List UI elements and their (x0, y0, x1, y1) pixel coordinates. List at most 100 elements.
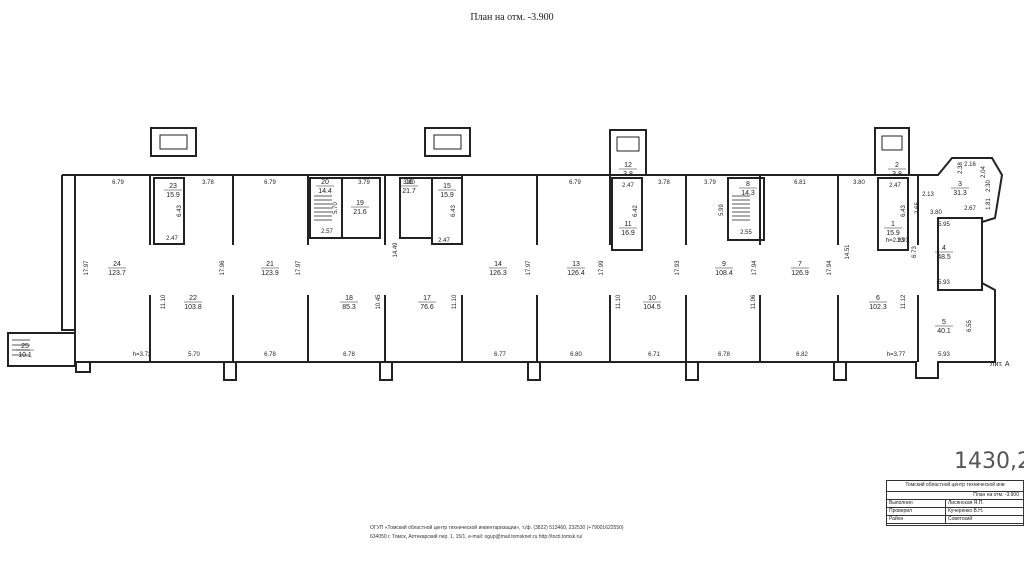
room-number: 22 (189, 295, 197, 302)
room-area: 104.5 (643, 304, 661, 311)
lit-label: Лит. А (990, 361, 1010, 368)
room-number: 10 (648, 295, 656, 302)
room-area: 21.7 (402, 188, 416, 195)
dimension-label: 11.06 (751, 294, 757, 309)
dimension-label: 6.80 (570, 352, 582, 358)
room-label: 17 76.6 (418, 295, 436, 311)
dimension-label: 6.42 (633, 205, 639, 217)
dimension-label: 5.70 (188, 352, 200, 358)
room-number: 6 (876, 295, 880, 302)
dimension-label: 17.96 (220, 260, 226, 276)
room-number: 24 (113, 261, 121, 268)
room-area: 126.9 (791, 270, 809, 277)
dimension-label: 6.78 (718, 352, 730, 358)
dimension-label: 3.80 (853, 180, 865, 186)
dimension-label: 3.79 (704, 180, 716, 186)
room-area: 14.3 (741, 190, 755, 197)
stamp-row: Проверил Кучеренко В.Н. (887, 508, 1023, 516)
handwritten-total: 1430,2 (954, 449, 1024, 474)
dimension-label: 6.77 (494, 352, 506, 358)
title-stamp: Томский областной центр технической инв … (886, 480, 1024, 526)
room-number: 7 (798, 261, 802, 268)
dimension-label: 3.80 (403, 180, 415, 186)
dimension-label: 17.94 (752, 260, 758, 276)
room-number: 17 (423, 295, 431, 302)
room-area: 123.9 (261, 270, 279, 277)
room-area: 85.3 (342, 304, 356, 311)
dimension-label: h=2.93 (886, 238, 905, 244)
room-area: 40.1 (937, 328, 951, 335)
room-label: 448.5 (935, 245, 953, 261)
dimension-label: 1.81 (986, 198, 992, 210)
dimension-label: 2.38 (958, 162, 964, 174)
room-number: 8 (746, 181, 750, 188)
dimension-label: 17.97 (296, 260, 302, 276)
room-number: 9 (722, 261, 726, 268)
room-number: 25 (21, 343, 29, 350)
dimension-label: h=3.72 (133, 352, 152, 358)
room-number: 19 (356, 200, 364, 207)
dimension-label: 2.55 (740, 230, 752, 236)
room-label: 123.8 (619, 162, 637, 178)
plan-title: План на отм. -3.900 (470, 12, 554, 23)
dimension-label: 14.49 (393, 242, 399, 258)
room-area: 31.3 (953, 190, 967, 197)
dimension-label: 3.80 (930, 210, 942, 216)
dimension-label: 2.67 (964, 206, 976, 212)
room-number: 1 (891, 221, 895, 228)
room-number: 18 (345, 295, 353, 302)
room-area: 123.7 (108, 270, 126, 277)
room-number: 13 (572, 261, 580, 268)
stamp-name: Кучеренко В.Н. (948, 508, 984, 514)
dimension-label: 11.10 (161, 294, 167, 309)
dimension-label: 2.93 (897, 238, 909, 244)
dimension-label: 17.99 (599, 260, 605, 276)
dimension-label: 2.65 (915, 202, 921, 214)
dimension-label: 5.93 (938, 352, 950, 358)
dimension-label: 17.97 (526, 260, 532, 276)
room-label: 7 126.9 (791, 261, 809, 277)
dimension-label: 6.81 (794, 180, 806, 186)
room-area: 126.3 (489, 270, 507, 277)
room-label: 814.3 (739, 181, 757, 197)
room-label: 14 126.3 (489, 261, 507, 277)
dimension-label: 2.47 (622, 183, 634, 189)
room-label: 18 85.3 (340, 295, 358, 311)
dimension-label: 3.78 (658, 180, 670, 186)
room-number: 14 (494, 261, 502, 268)
dimension-label: 14.51 (845, 244, 851, 260)
dimension-label: 2.47 (889, 183, 901, 189)
dimension-label: 17.94 (827, 260, 833, 276)
dimension-label: 11.12 (901, 294, 907, 309)
stamp-row: Район Советский (887, 516, 1023, 524)
stamp-name: Советский (948, 516, 973, 522)
dimension-label: 5.70 (333, 202, 339, 214)
walls (7, 127, 1004, 381)
dimension-label: 11.10 (452, 294, 458, 309)
dimension-label: 17.97 (84, 260, 90, 276)
room-number: 16 (405, 179, 413, 186)
footer-line: 634050 г. Томск, Аптекарский пер. 1, 15/… (370, 534, 583, 540)
dimension-label: 6.79 (112, 180, 124, 186)
room-area: 76.6 (420, 304, 434, 311)
room-number: 21 (266, 261, 274, 268)
room-number: 11 (624, 221, 631, 228)
room-area: 10.1 (18, 352, 32, 359)
dimension-label: 2.13 (922, 192, 934, 198)
room-label: 16 21.7 (400, 179, 418, 195)
dimension-label: 6.43 (901, 205, 907, 217)
dimension-label: 2.47 (166, 236, 178, 242)
room-label: 23.8 (888, 162, 906, 178)
dimension-label: 3.79 (358, 180, 370, 186)
room-label: 24 123.7 (108, 261, 126, 277)
stamp-org: Томский областной центр технической инв (887, 481, 1023, 492)
room-number: 12 (624, 162, 632, 169)
room-label: 25 10.1 (16, 343, 34, 359)
